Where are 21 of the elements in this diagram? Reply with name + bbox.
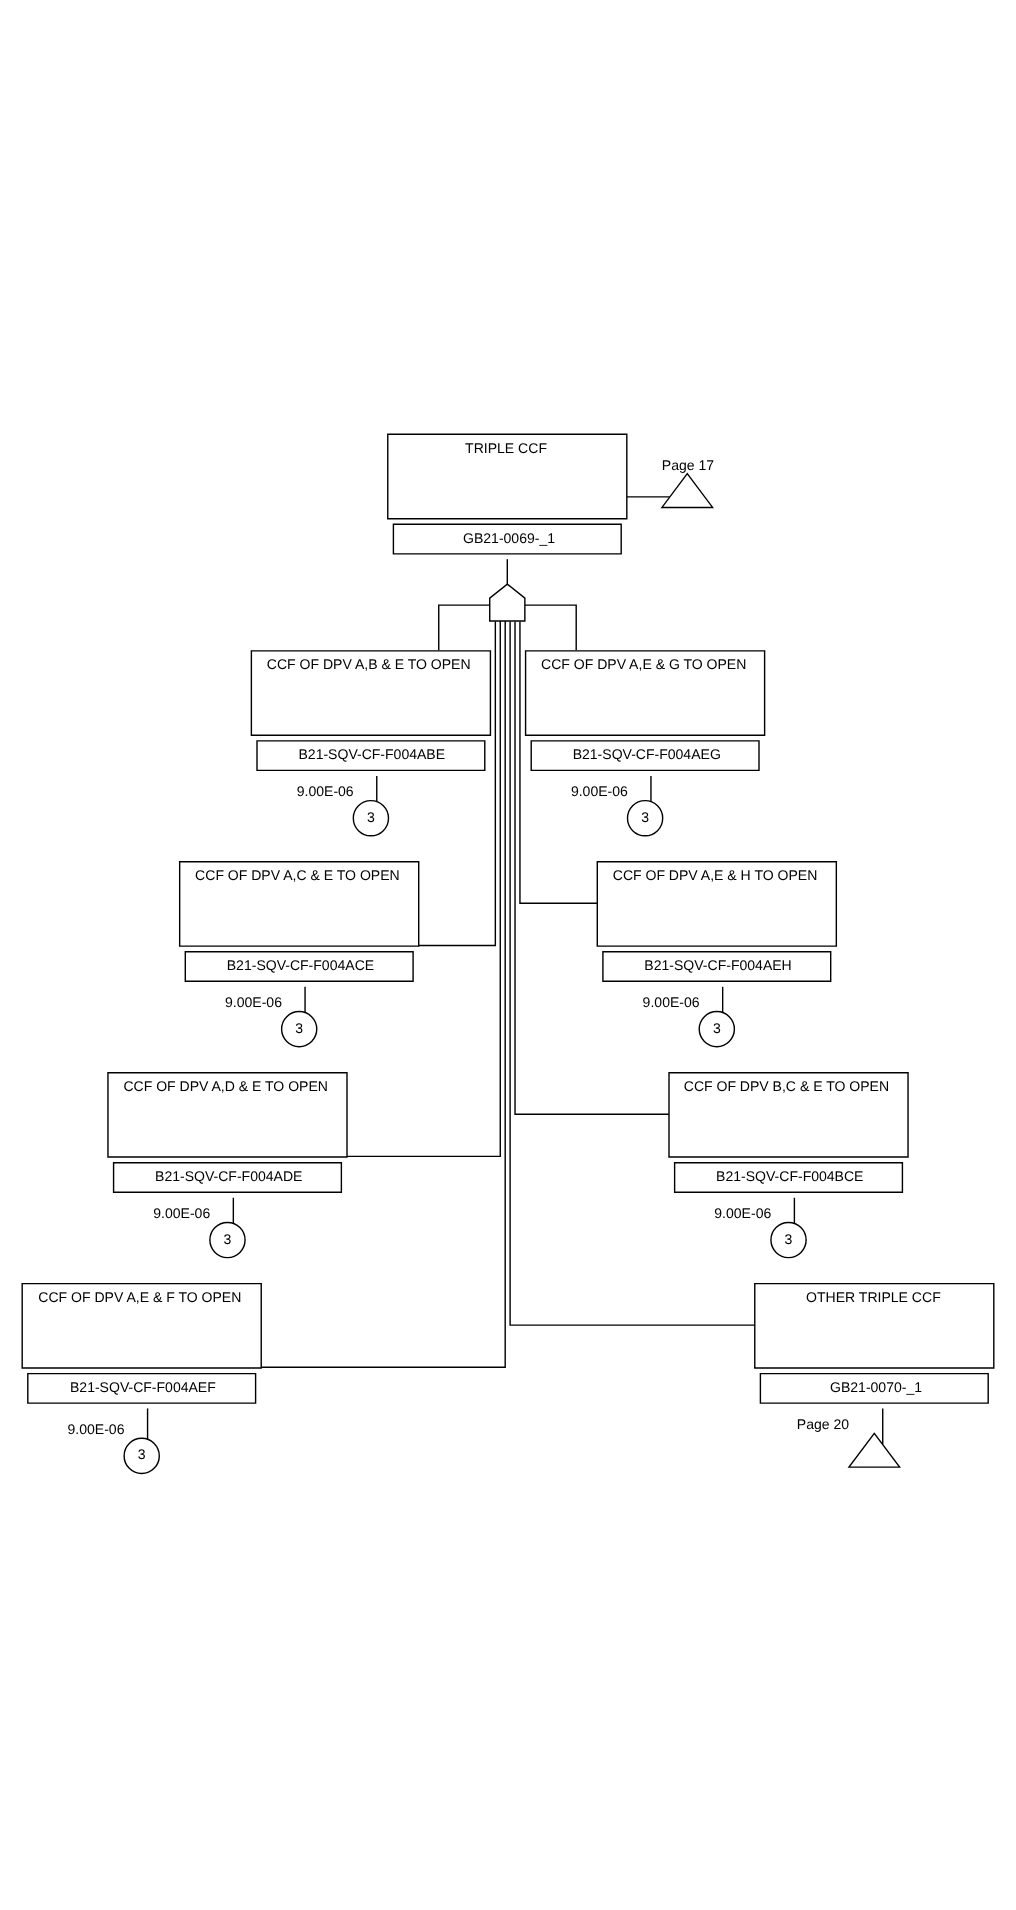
connector [514, 619, 670, 1114]
connector [506, 557, 508, 584]
connector [626, 495, 671, 497]
connector [146, 1406, 149, 1439]
connector [304, 985, 306, 1012]
connector [721, 985, 724, 1012]
connector [376, 774, 378, 801]
connector [650, 774, 652, 801]
node-triangle [660, 471, 714, 508]
connector [346, 619, 501, 1157]
connector [260, 619, 506, 1367]
node-gate [489, 582, 526, 621]
connector [519, 619, 598, 903]
connector [418, 619, 497, 946]
connector [232, 1196, 235, 1223]
node-triangle [847, 1431, 901, 1467]
connector [438, 603, 491, 650]
connector [524, 603, 577, 650]
connector [882, 1406, 884, 1445]
connector [509, 619, 756, 1325]
connector [793, 1196, 796, 1223]
